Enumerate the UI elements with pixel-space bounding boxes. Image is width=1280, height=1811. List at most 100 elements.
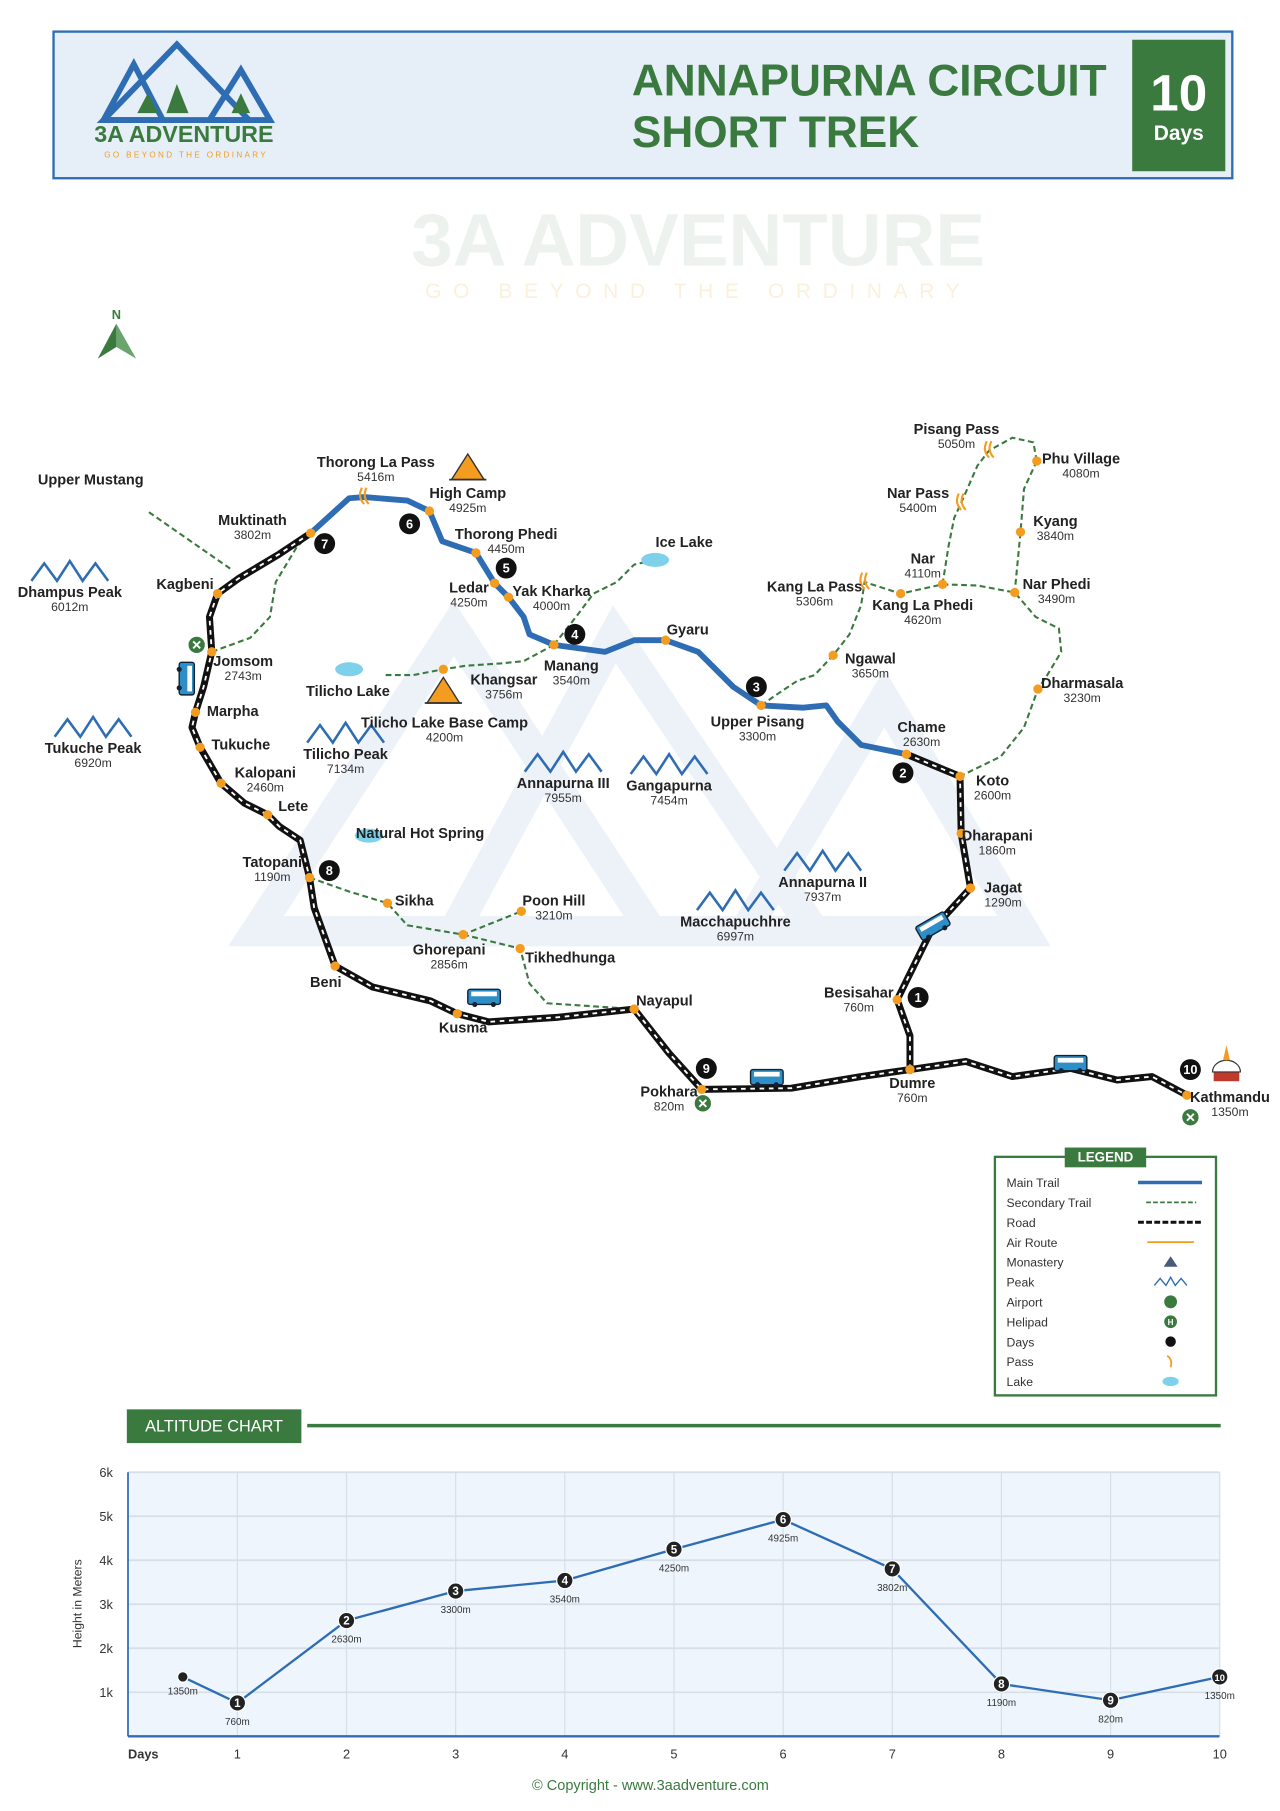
helipad-letter: H	[1168, 1318, 1174, 1327]
x-tick-label: 1	[234, 1746, 241, 1761]
place-name: Muktinath	[218, 513, 287, 529]
place-altitude: 1290m	[984, 896, 1021, 910]
place-altitude: 1350m	[1211, 1105, 1248, 1119]
peak-icon	[695, 888, 775, 913]
airport-icon	[694, 1095, 711, 1112]
secondary-trail	[1013, 460, 1038, 593]
place-dot	[452, 1009, 462, 1019]
place-altitude: 3300m	[739, 729, 776, 743]
x-tick-label: 9	[1107, 1746, 1114, 1761]
x-tick-label: 7	[889, 1746, 896, 1761]
point-day: 4	[562, 1575, 569, 1588]
secondary-trail	[941, 436, 1038, 585]
day-badge: 5	[495, 557, 517, 579]
airport-icon	[188, 636, 205, 653]
place-altitude: 4250m	[450, 595, 487, 609]
point-value-label: 3540m	[550, 1595, 580, 1606]
secondary-trail	[148, 511, 234, 572]
y-tick-label: 1k	[99, 1685, 113, 1700]
point-marker	[556, 1571, 574, 1590]
point-value-label: 4250m	[659, 1563, 689, 1574]
peak-altitude: 6920m	[74, 756, 111, 770]
place-name: Beni	[310, 975, 342, 991]
place-altitude: 3802m	[234, 528, 271, 542]
place-altitude: 2856m	[430, 957, 467, 971]
place-dot	[937, 579, 948, 589]
place-dot	[1032, 456, 1042, 466]
day-dot-icon	[564, 623, 586, 645]
place-name: Kusma	[439, 1020, 488, 1036]
pass-icon	[983, 440, 995, 459]
place-name: Chame	[897, 720, 945, 736]
place-name: High Camp	[429, 486, 506, 502]
place-dot	[955, 771, 965, 781]
place-dot	[549, 640, 559, 650]
place-dot	[190, 707, 201, 717]
place-name: Ledar	[449, 580, 489, 596]
peak-name: Tilicho Peak	[303, 747, 388, 763]
north-arrow: N	[97, 307, 137, 359]
day-number: 5	[503, 561, 510, 576]
place-name: Tikhedhunga	[525, 951, 616, 967]
peak-icon	[783, 848, 863, 873]
day-badge: 8	[318, 860, 340, 882]
chart-title-box	[126, 1409, 302, 1444]
place-dot	[965, 883, 976, 893]
legend-item: Main Trail	[1007, 1176, 1203, 1190]
road-centerline	[896, 753, 972, 1070]
place-dot	[330, 961, 340, 971]
place-altitude: 820m	[654, 1099, 685, 1113]
place-altitude: 3756m	[485, 687, 522, 701]
place-name: Upper Pisang	[711, 714, 805, 730]
point-value-label: 4925m	[768, 1534, 798, 1545]
monastery-icon	[1211, 1045, 1242, 1082]
place-name: Kang La Pass	[767, 579, 862, 595]
lake-icon	[335, 662, 364, 677]
place-name: Kyang	[1033, 514, 1077, 530]
pass-icon	[955, 493, 967, 511]
day-badge: 10	[1179, 1059, 1201, 1081]
watermark: 3A ADVENTURE GO BEYOND THE ORDINARY	[411, 199, 985, 304]
place-dot	[756, 700, 766, 711]
bus-icon	[915, 911, 951, 941]
secondary-trail	[462, 933, 635, 1011]
day-dot-icon	[892, 762, 914, 784]
peak-name: Annapurna II	[778, 875, 867, 891]
bus-icon	[467, 988, 502, 1007]
watermark-text: 3A ADVENTURE	[411, 199, 985, 282]
peak-altitude: 7955m	[545, 791, 582, 805]
place-dot	[828, 650, 838, 660]
lake-icon	[1162, 1376, 1179, 1387]
bus-icon	[1053, 1054, 1088, 1074]
place-altitude: 3230m	[1064, 691, 1101, 705]
place-name: Khangsar	[470, 672, 537, 688]
data-point: 4 3540m	[550, 1571, 580, 1606]
legend-label: Main Trail	[1007, 1176, 1060, 1190]
peak-name: Dhampus Peak	[18, 585, 123, 601]
legend-label: Days	[1007, 1335, 1035, 1349]
place-name: Dumre	[889, 1076, 935, 1092]
place-name: Phu Village	[1042, 451, 1120, 467]
place-name: Pokhara	[640, 1084, 698, 1100]
day-dot-icon	[1179, 1059, 1201, 1081]
day-dot-icon	[695, 1057, 717, 1079]
point-marker	[665, 1540, 683, 1558]
place-dot	[503, 592, 514, 602]
place-name: Nar Pass	[887, 486, 949, 502]
peak-altitude: 7937m	[804, 890, 841, 904]
place-name: Nar	[911, 551, 936, 567]
legend-label: Airport	[1007, 1295, 1044, 1309]
place-dot	[892, 995, 902, 1005]
peak-name: Macchapuchhre	[680, 914, 791, 930]
place-name: Kagbeni	[156, 577, 213, 593]
place-dot	[304, 872, 315, 883]
point-day: 9	[1107, 1694, 1114, 1707]
map-icons	[30, 440, 1242, 1126]
peak-name: Tukuche Peak	[45, 741, 143, 757]
